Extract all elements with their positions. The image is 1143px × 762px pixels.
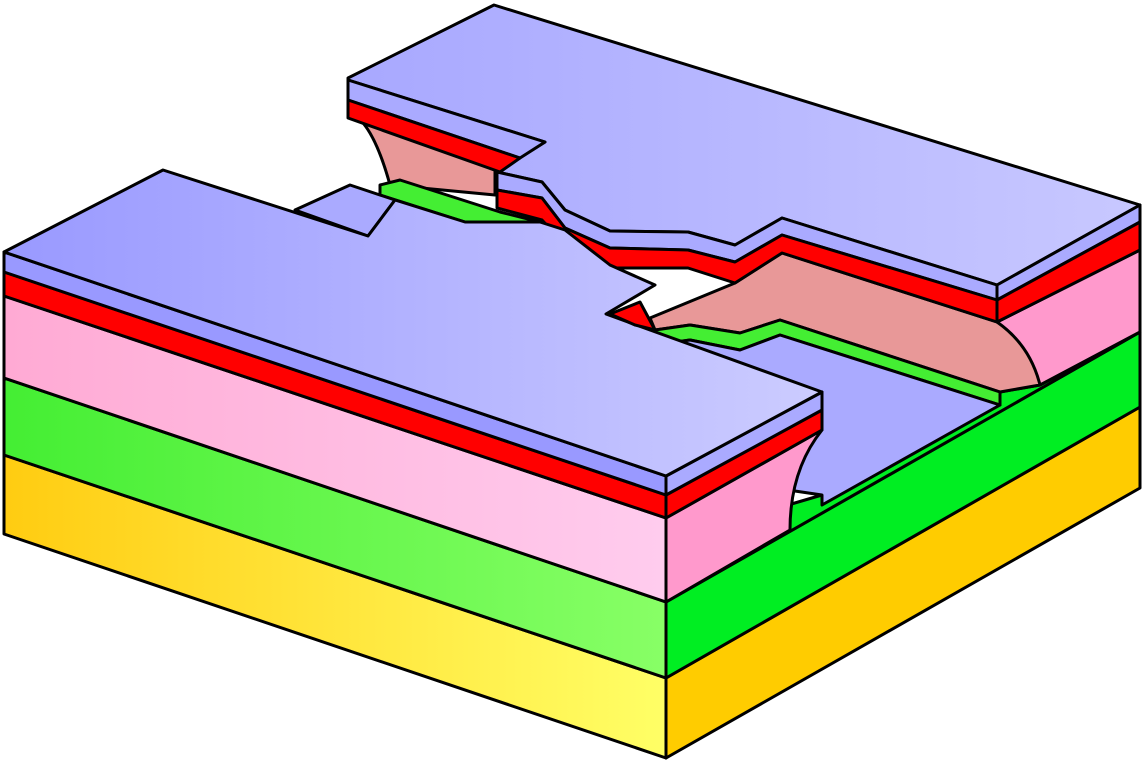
left-block-pink-right bbox=[664, 428, 824, 604]
left-block-center-step-red bbox=[608, 300, 657, 332]
left-block-top-surface bbox=[2, 168, 824, 478]
left-block bbox=[2, 168, 824, 604]
right-block-front-red bbox=[995, 220, 1142, 324]
